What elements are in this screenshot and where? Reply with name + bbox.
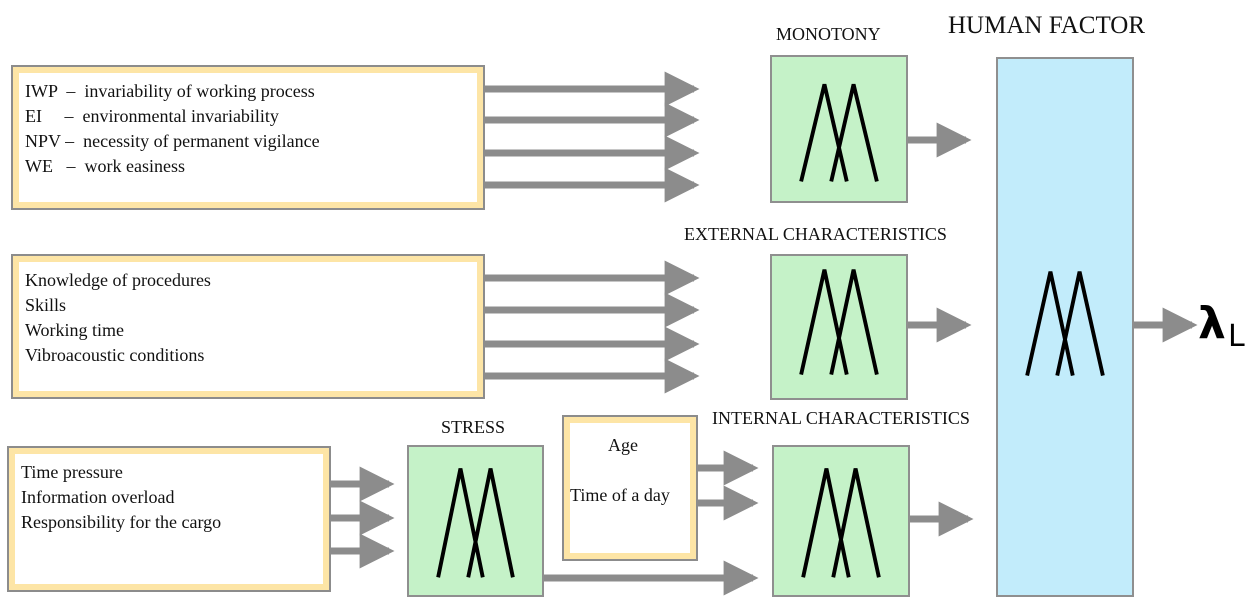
internal-factors-box: Age Time of a day <box>562 415 698 561</box>
fuzzy-membership-icon <box>799 269 879 376</box>
factor-npv: NPV – necessity of permanent vigilance <box>25 131 320 151</box>
monotony-factors-inner: IWP – invariability of working process E… <box>19 73 477 202</box>
monotony-label: MONOTONY <box>776 24 881 44</box>
fuzzy-membership-icon <box>1025 271 1105 376</box>
monotony-factors-box: IWP – invariability of working process E… <box>11 65 485 210</box>
monotony-block <box>770 55 908 203</box>
external-characteristics-block <box>770 254 908 400</box>
stress-label: STRESS <box>441 417 506 437</box>
factor-responsibility: Responsibility for the cargo <box>21 512 222 532</box>
human-factor-title: HUMAN FACTOR <box>948 12 1146 39</box>
internal-characteristics-label: INTERNAL CHARACTERISTICS <box>712 408 970 428</box>
factor-iwp: IWP – invariability of working process <box>25 81 315 101</box>
human-factor-block <box>996 57 1134 597</box>
factor-we: WE – work easiness <box>25 156 185 176</box>
lambda-subscript: L <box>1228 319 1245 354</box>
external-factors-inner: Knowledge of procedures Skills Working t… <box>19 262 477 391</box>
fuzzy-membership-icon <box>799 83 879 182</box>
fuzzy-membership-icon <box>801 468 881 578</box>
external-factors-box: Knowledge of procedures Skills Working t… <box>11 254 485 399</box>
factor-working-time: Working time <box>25 320 125 340</box>
factor-information-overload: Information overload <box>21 487 175 507</box>
stress-factors-inner: Time pressure Information overload Respo… <box>15 454 323 584</box>
stress-block <box>407 445 544 597</box>
fuzzy-membership-icon <box>436 468 515 578</box>
factor-time-pressure: Time pressure <box>21 462 123 482</box>
lambda-symbol: λ <box>1198 298 1226 349</box>
external-characteristics-label: EXTERNAL CHARACTERISTICS <box>684 224 947 244</box>
factor-skills: Skills <box>25 295 67 315</box>
internal-factors-inner: Age Time of a day <box>570 423 690 553</box>
factor-time-of-day: Time of a day <box>570 485 670 505</box>
factor-knowledge: Knowledge of procedures <box>25 270 211 290</box>
stress-factors-box: Time pressure Information overload Respo… <box>7 446 331 592</box>
factor-vibroacoustic: Vibroacoustic conditions <box>25 345 205 365</box>
factor-ei: EI – environmental invariability <box>25 106 279 126</box>
factor-age: Age <box>608 435 638 455</box>
internal-characteristics-block <box>772 445 910 597</box>
